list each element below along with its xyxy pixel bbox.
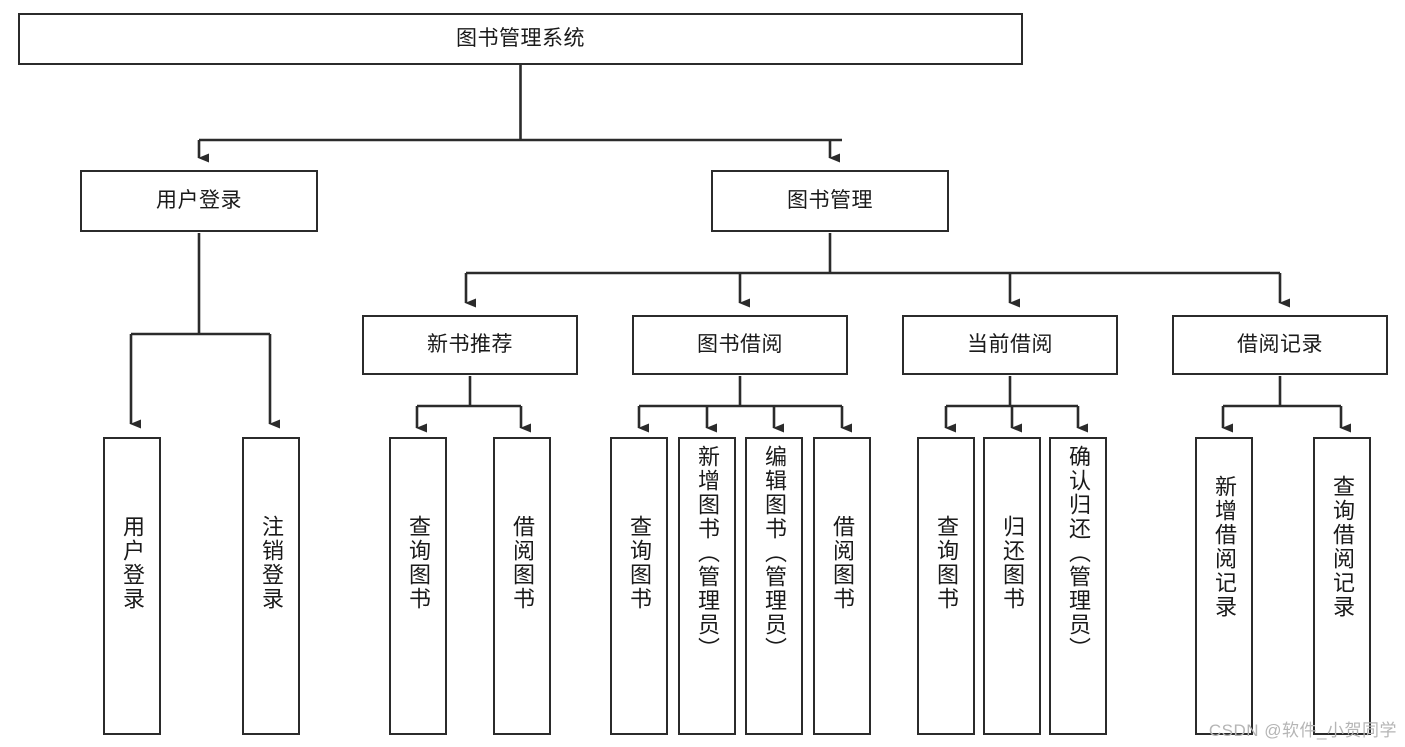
- node-user-login[interactable]: 用户登录: [80, 170, 318, 232]
- leaf-query-books-current[interactable]: 查询图书: [917, 437, 975, 735]
- node-book-borrowing[interactable]: 图书借阅: [632, 315, 848, 375]
- watermark: CSDN @软件_小贺同学: [1208, 721, 1397, 740]
- node-label: 图书借阅: [697, 333, 783, 357]
- node-new-book-recommendation[interactable]: 新书推荐: [362, 315, 578, 375]
- node-label: 借阅图书: [509, 515, 535, 611]
- leaf-user-login[interactable]: 用户登录: [103, 437, 161, 735]
- leaf-query-borrow-record[interactable]: 查询借阅记录: [1313, 437, 1371, 735]
- node-label: 查询图书: [933, 515, 959, 611]
- node-label: 借阅记录: [1237, 333, 1323, 357]
- leaf-edit-book-admin[interactable]: 编辑图书（管理员）: [745, 437, 803, 735]
- node-label: 编辑图书（管理员）: [761, 445, 787, 661]
- node-current-borrowing[interactable]: 当前借阅: [902, 315, 1118, 375]
- node-label: 新增借阅记录: [1211, 475, 1237, 619]
- leaf-add-book-admin[interactable]: 新增图书（管理员）: [678, 437, 736, 735]
- node-label: 图书管理系统: [456, 27, 585, 51]
- node-book-management-system[interactable]: 图书管理系统: [18, 13, 1023, 65]
- node-label: 图书管理: [787, 189, 873, 213]
- node-label: 用户登录: [119, 515, 145, 611]
- node-borrow-records[interactable]: 借阅记录: [1172, 315, 1388, 375]
- node-label: 当前借阅: [967, 333, 1053, 357]
- node-label: 查询借阅记录: [1329, 475, 1355, 619]
- node-label: 用户登录: [156, 189, 242, 213]
- node-book-management[interactable]: 图书管理: [711, 170, 949, 232]
- node-label: 查询图书: [626, 515, 652, 611]
- leaf-confirm-return-admin[interactable]: 确认归还（管理员）: [1049, 437, 1107, 735]
- node-label: 注销登录: [258, 515, 284, 611]
- leaf-logout[interactable]: 注销登录: [242, 437, 300, 735]
- leaf-borrow-books-recommend[interactable]: 借阅图书: [493, 437, 551, 735]
- leaf-borrow-books[interactable]: 借阅图书: [813, 437, 871, 735]
- leaf-add-borrow-record[interactable]: 新增借阅记录: [1195, 437, 1253, 735]
- node-label: 确认归还（管理员）: [1065, 445, 1091, 661]
- node-label: 归还图书: [999, 515, 1025, 611]
- leaf-return-books[interactable]: 归还图书: [983, 437, 1041, 735]
- node-label: 新增图书（管理员）: [694, 445, 720, 661]
- node-label: 查询图书: [405, 515, 431, 611]
- node-label: 新书推荐: [427, 333, 513, 357]
- leaf-query-books-borrow[interactable]: 查询图书: [610, 437, 668, 735]
- leaf-query-books-recommend[interactable]: 查询图书: [389, 437, 447, 735]
- node-label: 借阅图书: [829, 515, 855, 611]
